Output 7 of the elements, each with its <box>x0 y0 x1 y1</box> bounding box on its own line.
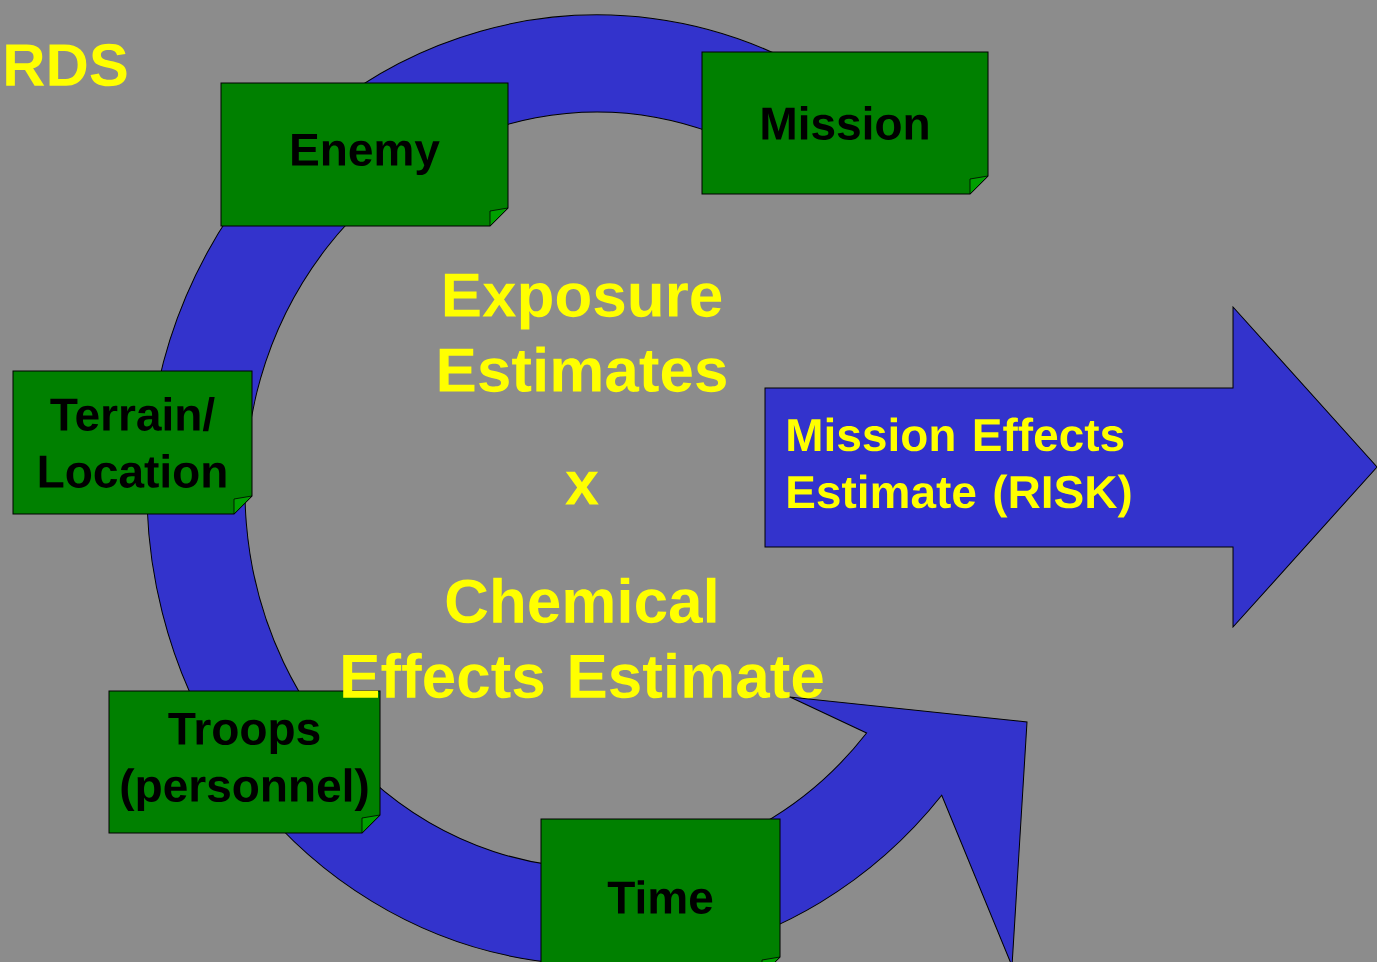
note-box: Enemy <box>220 82 509 227</box>
center-text: Exposure Estimates <box>439 273 726 393</box>
note-box: Time <box>540 818 781 962</box>
note-box: Terrain/ Location <box>12 370 253 515</box>
note-box: Mission <box>701 51 989 195</box>
center-text: x <box>565 471 599 505</box>
title-text: RDS <box>6 43 127 87</box>
